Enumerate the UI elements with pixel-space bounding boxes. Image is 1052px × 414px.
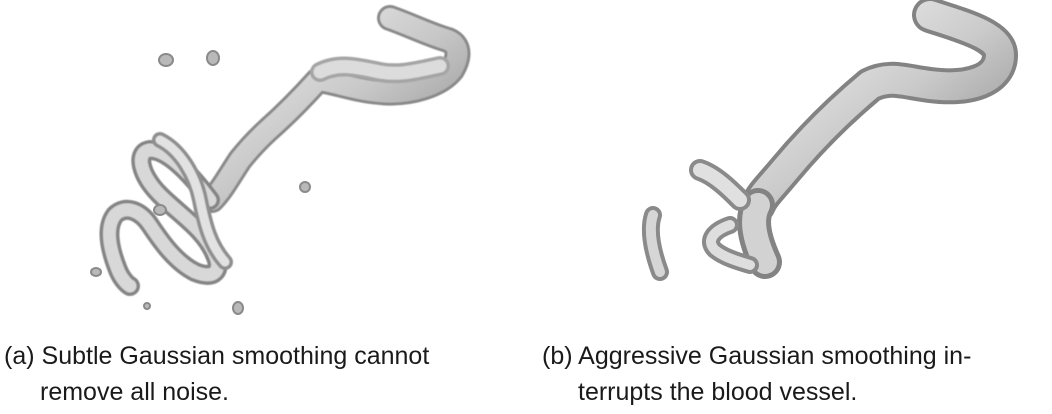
caption-text-line1: Subtle Gaussian smoothing cannot	[41, 342, 430, 370]
subfigure-a: (a) Subtle Gaussian smoothing cannot rem…	[0, 0, 520, 414]
caption-a: (a) Subtle Gaussian smoothing cannot rem…	[4, 338, 429, 410]
caption-b: (b) Aggressive Gaussian smoothing in- te…	[542, 338, 971, 410]
caption-text-line2: terrupts the blood vessel.	[578, 378, 858, 406]
subfigure-b: (b) Aggressive Gaussian smoothing in- te…	[530, 0, 1052, 414]
vessel-main	[199, 5, 471, 213]
caption-text-line1: Aggressive Gaussian smoothing in-	[578, 342, 972, 370]
subfigure-tag: (b)	[542, 342, 573, 370]
noise-blobs	[90, 50, 311, 315]
vessel-render-subtle-smoothing	[90, 5, 471, 315]
vessel-render-aggressive-smoothing	[641, 0, 1018, 281]
vessel-fragment	[641, 206, 669, 281]
caption-text-line2: remove all noise.	[40, 378, 229, 406]
subfigure-tag: (a)	[4, 342, 35, 370]
